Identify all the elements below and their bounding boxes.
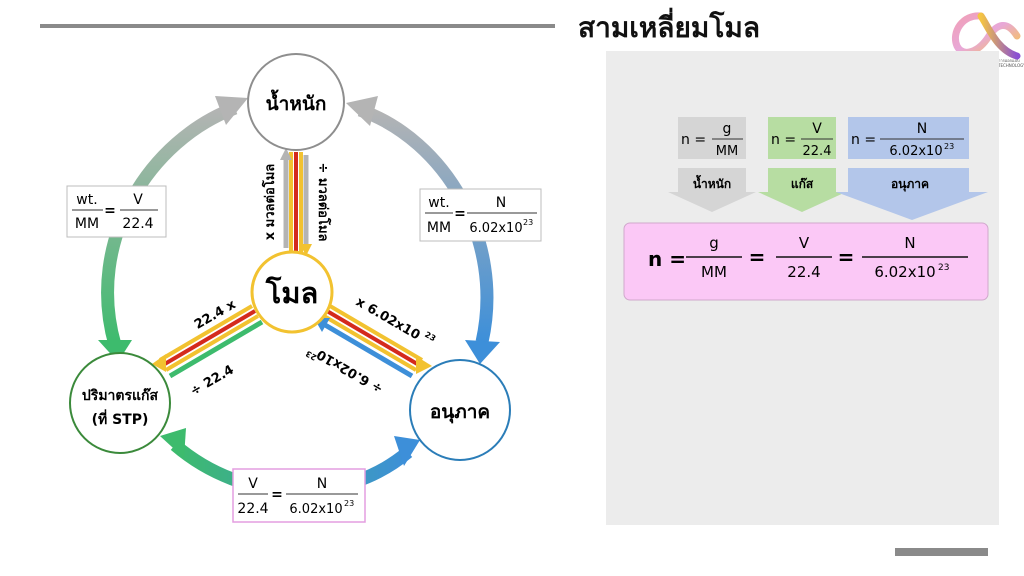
panel-formula-mass: n = g MM น้ำหนัก: [668, 117, 756, 212]
page-title: สามเหลี่ยมโมล: [578, 11, 760, 44]
box-gas-particles-den2: 6.02x10: [289, 502, 342, 517]
box-mass-gas-num1: wt.: [76, 192, 97, 208]
label-particles-to-mole-group: ÷ 6.02x10 23: [304, 346, 386, 396]
panel-formula-gas: n = V 22.4 แก๊ส: [758, 117, 846, 212]
combined-eq2: =: [838, 245, 855, 269]
gas-node-label-line2: (ที่ STP): [92, 409, 149, 428]
label-mole-to-mass: x มวลต่อโมล: [261, 164, 278, 241]
panel-formula-gas-num: V: [812, 121, 822, 137]
gas-node: ปริมาตรแก๊ส (ที่ STP): [69, 352, 171, 454]
box-mass-particles-exp: 23: [523, 218, 533, 227]
box-mass-gas-num2: V: [133, 192, 143, 208]
combined-den2: 22.4: [787, 263, 820, 281]
box-mass-gas: wt. MM = V 22.4: [66, 185, 167, 238]
box-mass-particles-eq: =: [454, 206, 466, 222]
combined-lhs: n =: [648, 247, 686, 271]
mole-node: โมล: [250, 250, 334, 334]
inner-arrows-mole-gas: [152, 304, 264, 379]
mole-node-label: โมล: [265, 275, 318, 310]
panel-formula-particles: n = N 6.02x10 23 อนุภาค: [836, 117, 988, 220]
footer-bar: [895, 548, 988, 556]
panel-formula-gas-lhs: n =: [771, 132, 796, 148]
box-gas-particles-eq: =: [271, 487, 283, 503]
combined-den3: 6.02x10: [874, 263, 935, 281]
box-gas-particles-num2: N: [317, 476, 327, 492]
combined-formula-box: n = g MM = V 22.4 = N 6.02x10 23: [623, 222, 989, 301]
panel-formula-mass-num: g: [723, 121, 732, 137]
particles-node-label: อนุภาค: [430, 401, 490, 424]
panel-label-particles: อนุภาค: [891, 177, 929, 192]
box-gas-particles: V 22.4 = N 6.02x10 23: [232, 468, 366, 523]
box-mass-particles-den1: MM: [427, 220, 451, 236]
panel-formula-particles-lhs: n =: [851, 132, 876, 148]
panel-label-mass: น้ำหนัก: [693, 174, 731, 191]
box-mass-gas-eq: =: [104, 203, 116, 219]
panel-formula-mass-den: MM: [716, 144, 738, 159]
mass-node: น้ำหนัก: [247, 53, 345, 151]
panel-formula-mass-lhs: n =: [681, 132, 706, 148]
label-mole-to-particles: x 6.02x10: [353, 295, 422, 344]
panel-formula-gas-den: 22.4: [803, 144, 832, 159]
box-mass-particles-den2: 6.02x10: [469, 221, 522, 236]
gas-node-label-line1: ปริมาตรแก๊ส: [82, 387, 159, 404]
logo-caption: การออกแบบ TECHNOLOGY: [998, 58, 1024, 68]
box-gas-particles-num1: V: [248, 476, 258, 492]
combined-num2: V: [799, 234, 810, 252]
label-gas-to-mole: ÷ 22.4: [188, 363, 237, 400]
box-mass-gas-den2: 22.4: [122, 216, 153, 232]
combined-exp: 23: [938, 263, 949, 273]
combined-num3: N: [904, 234, 915, 252]
panel-formula-particles-den: 6.02x10: [889, 144, 942, 159]
panel-arrow-mass: [668, 168, 756, 212]
box-mass-gas-den1: MM: [75, 216, 99, 232]
box-mass-particles: wt. MM = N 6.02x10 23: [419, 188, 542, 242]
panel-label-gas: แก๊ส: [791, 177, 814, 191]
panel-arrow-gas: [758, 168, 846, 212]
box-mass-particles-num2: N: [496, 195, 506, 211]
label-mole-to-particles-exp: 23: [423, 330, 437, 343]
label-mass-to-mole: ÷ มวลต่อโมล: [315, 162, 332, 241]
box-mass-particles-num1: wt.: [428, 195, 449, 211]
combined-num1: g: [709, 234, 719, 252]
panel-arrow-particles: [836, 168, 988, 220]
particles-node: อนุภาค: [409, 359, 511, 461]
inner-arrows-mole-particles: [314, 304, 432, 379]
header-divider-bar: [40, 24, 555, 28]
inner-arrows-mass-mole: [280, 148, 312, 256]
panel-formula-particles-num: N: [917, 121, 927, 137]
mass-node-label: น้ำหนัก: [266, 89, 327, 115]
combined-den1: MM: [701, 263, 727, 281]
box-gas-particles-den1: 22.4: [237, 501, 268, 517]
panel-formula-particles-exp: 23: [944, 142, 954, 151]
combined-eq1: =: [749, 245, 766, 269]
box-gas-particles-exp: 23: [344, 499, 354, 508]
